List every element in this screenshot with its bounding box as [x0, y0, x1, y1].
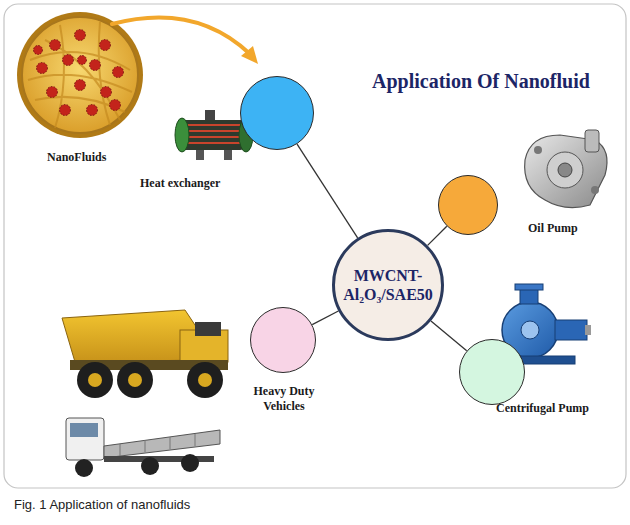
application-label: Heavy Duty Vehicles [244, 384, 324, 414]
connector-line [428, 226, 447, 245]
application-label: Oil Pump [528, 221, 618, 236]
figure-frame [4, 4, 626, 488]
flatbed-truck-image [66, 418, 220, 477]
image-label: NanoFluids [47, 150, 106, 165]
figure-caption: Fig. 1 Application of nanofluids [14, 497, 190, 512]
application-circle: Oil Pump [438, 175, 498, 235]
diagram-title: Application Of Nanofluid [372, 70, 590, 93]
circle-outline [332, 229, 444, 341]
circle-outline [240, 76, 314, 150]
circle-outline [459, 339, 525, 405]
connector-line [312, 311, 338, 325]
circle-outline [250, 307, 316, 373]
connector-line [297, 144, 358, 238]
application-label: Centrifugal Pump [496, 401, 621, 416]
curved-arrow [112, 17, 258, 64]
oil-pump-image [525, 130, 607, 208]
circle-outline [438, 175, 498, 235]
application-circle: Heavy Duty Vehicles [250, 307, 316, 373]
nanofluid-dish [17, 12, 143, 138]
application-circle: Centrifugal Pump [459, 339, 525, 405]
connector-line [431, 321, 467, 351]
center-circle: MWCNT-Al₂O₃/SAE50 [332, 229, 444, 341]
application-label: Heat exchanger [140, 176, 260, 191]
node-text: MWCNT-Al₂O₃/SAE50 [339, 266, 437, 304]
dump-truck-image [62, 310, 228, 398]
application-circle: Heat exchanger [240, 76, 314, 150]
